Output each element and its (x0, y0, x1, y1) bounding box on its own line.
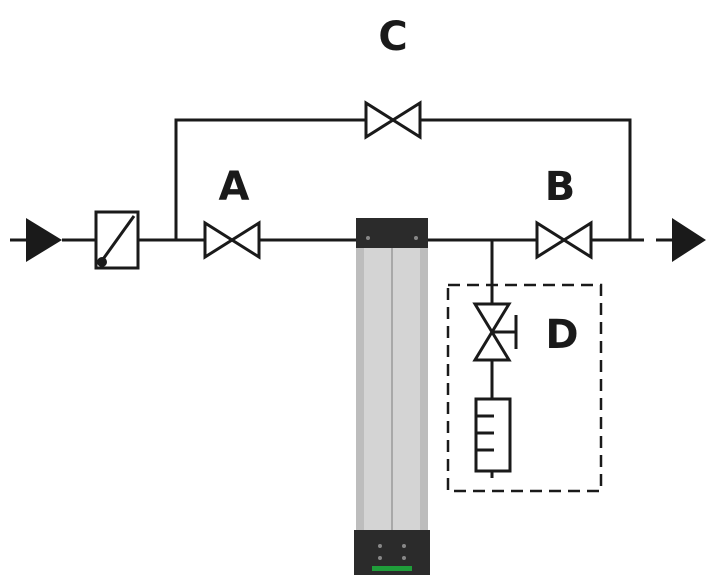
valve-c-label: C (378, 14, 407, 60)
valve-b-icon (535, 220, 593, 260)
outlet-arrow-icon (656, 218, 706, 262)
filter-icon (94, 210, 140, 270)
valve-a-icon (203, 220, 261, 260)
valve-c-icon (364, 100, 422, 140)
inlet-arrow-icon (10, 218, 96, 262)
drain-valve-icon (472, 302, 518, 362)
drain-assembly-box (446, 283, 603, 493)
separator-icon (474, 397, 512, 478)
valve-b-label: B (545, 164, 576, 210)
dryer-unit (354, 218, 430, 575)
drain-valve-label: D (545, 312, 578, 358)
bypass-pipe (174, 118, 632, 240)
valve-a-label: A (219, 164, 250, 210)
